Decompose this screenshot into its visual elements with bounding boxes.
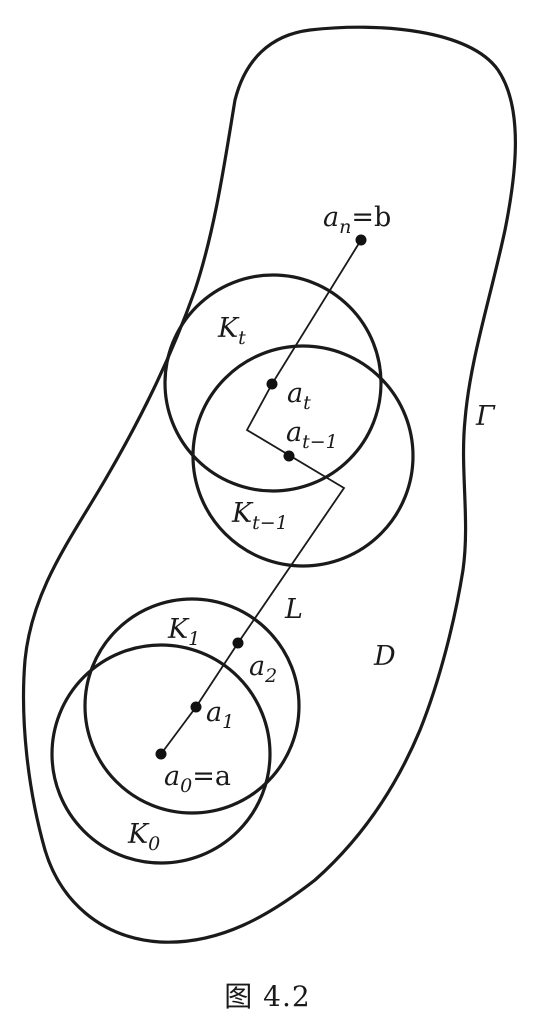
- label-a-t: at: [287, 378, 311, 414]
- point-a-0: [155, 748, 167, 760]
- label-a-1: a1: [206, 697, 234, 733]
- label-l: L: [284, 594, 303, 625]
- point-a-1: [190, 701, 202, 713]
- label-k-1: K1: [167, 614, 200, 650]
- label-a-0: a0=a: [164, 761, 231, 797]
- label-a-2: a2: [249, 651, 277, 687]
- label-a-n: an=b: [323, 202, 391, 238]
- point-a-t: [266, 378, 278, 390]
- circle-k-1: [83, 597, 301, 815]
- circle-k-t-minus-1: [191, 344, 415, 568]
- label-k-t-minus-1: Kt−1: [231, 498, 288, 534]
- label-k-t: Kt: [217, 313, 246, 349]
- point-a-2: [232, 637, 244, 649]
- circle-k-t: [163, 273, 383, 493]
- figure-caption: 图 4.2: [224, 980, 311, 1013]
- label-gamma: Γ: [475, 401, 496, 432]
- domain-boundary-gamma: [21, 25, 517, 944]
- point-a-n: [355, 234, 367, 246]
- label-a-t-minus-1: at−1: [286, 417, 338, 453]
- point-a-t-minus-1: [283, 450, 295, 462]
- label-k-0: K0: [127, 819, 160, 855]
- circle-k-0: [50, 643, 272, 865]
- label-d: D: [373, 641, 396, 672]
